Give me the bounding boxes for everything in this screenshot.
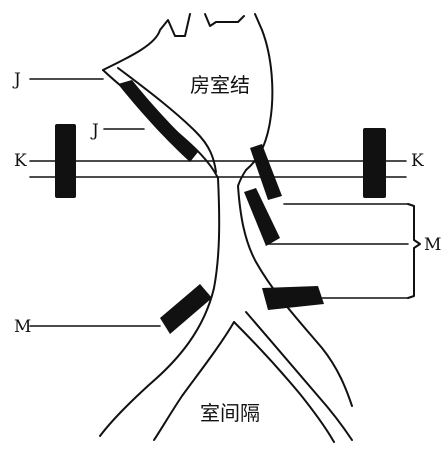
m-block-left [160, 284, 212, 334]
label-k-right: K [411, 151, 424, 171]
label-m-right: M [424, 235, 441, 255]
k-bar-right [363, 128, 386, 198]
atrium-right-wall [238, 170, 246, 186]
septum-label: 室间隔 [200, 401, 260, 425]
label-j-upper: J [12, 70, 21, 90]
k-bar-left [55, 124, 76, 198]
m-block-3 [262, 286, 324, 310]
j-block [118, 80, 198, 162]
label-j-lower: J [90, 121, 99, 141]
label-k-left: K [14, 151, 27, 171]
label-m-left: M [14, 317, 31, 337]
av-node-label: 房室结 [190, 73, 250, 97]
m-brace [408, 204, 420, 298]
septum-right-line-2 [246, 312, 352, 440]
